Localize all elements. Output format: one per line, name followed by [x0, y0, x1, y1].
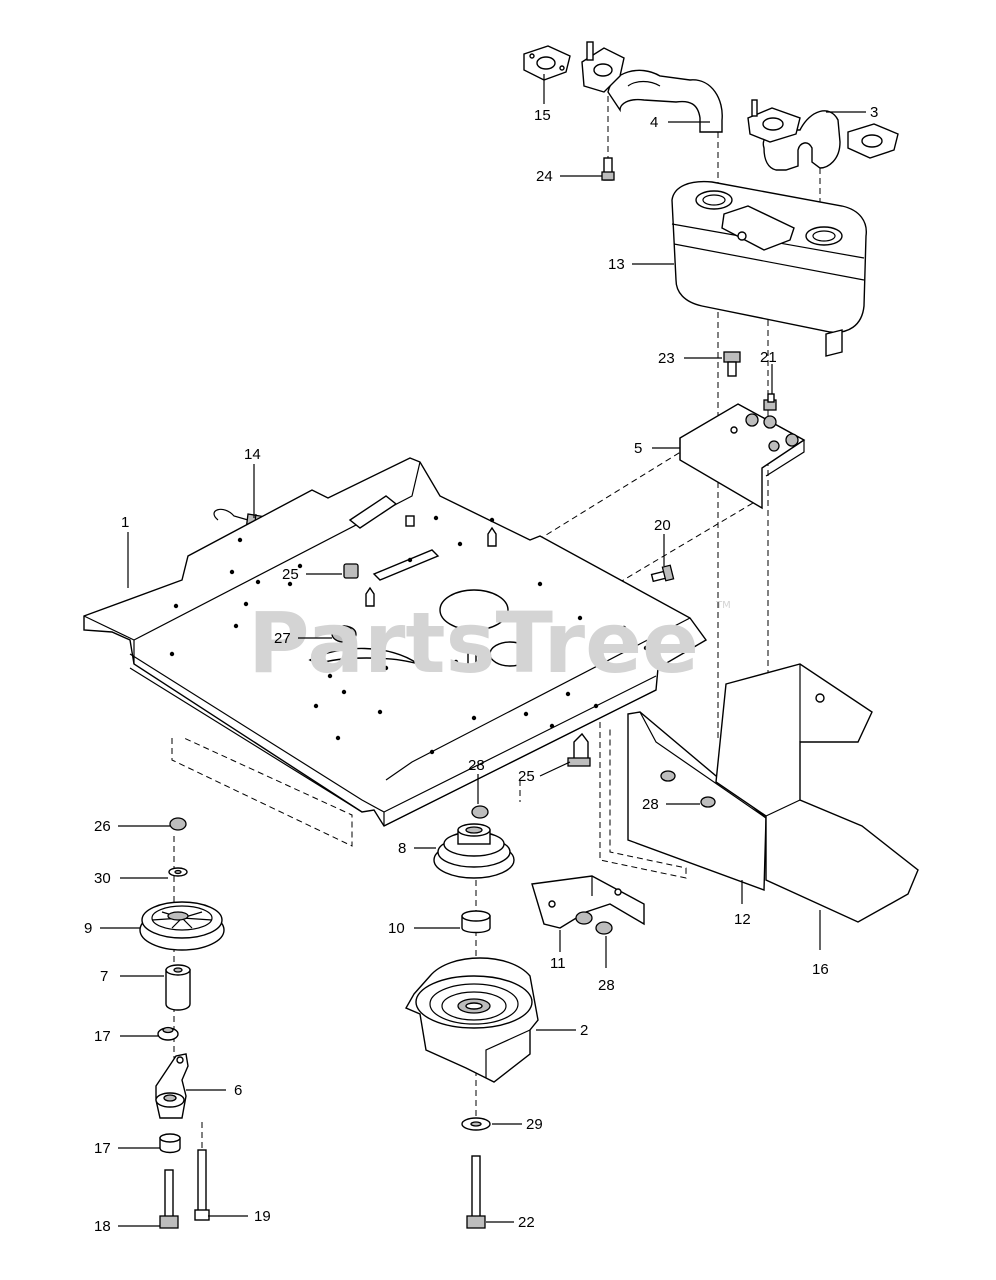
exhaust-pipe-left — [581, 41, 723, 133]
callout-10: 10 — [388, 920, 405, 937]
callout-28-bracket: 28 — [598, 977, 615, 994]
mounting-plate — [83, 457, 708, 827]
gasket-left — [523, 45, 571, 81]
callout-18: 18 — [94, 1218, 111, 1235]
callout-12: 12 — [734, 911, 751, 928]
bolt-19 — [194, 1149, 210, 1221]
callout-27: 27 — [274, 630, 291, 647]
bolt-18 — [159, 1169, 179, 1229]
idler-bracket — [531, 875, 645, 935]
watermark-trademark: TM — [715, 600, 731, 611]
callout-3: 3 — [870, 104, 878, 121]
callout-8: 8 — [398, 840, 406, 857]
callout-17-upper: 17 — [94, 1028, 111, 1045]
callout-1: 1 — [121, 514, 129, 531]
idler-arm-6 — [155, 1053, 189, 1119]
watermark-text: PartsTree — [248, 594, 699, 692]
bolt-25-lower — [567, 732, 591, 767]
callout-7: 7 — [100, 968, 108, 985]
callout-21: 21 — [760, 349, 777, 366]
shield-16 — [715, 663, 919, 923]
gasket-right — [847, 123, 899, 159]
callout-5: 5 — [634, 440, 642, 457]
nut-25-upper — [343, 563, 359, 579]
callout-15: 15 — [534, 107, 551, 124]
callout-14: 14 — [244, 446, 261, 463]
idler-pulley-9 — [139, 901, 225, 951]
nut-27 — [331, 625, 357, 643]
callouts: 1 2 3 4 5 6 7 8 9 10 11 12 13 — [84, 74, 878, 1235]
watermark: PartsTree TM — [248, 594, 731, 692]
bolt-21 — [763, 393, 777, 411]
callout-30: 30 — [94, 870, 111, 887]
muffler — [671, 180, 867, 357]
callout-19: 19 — [254, 1208, 271, 1225]
nut-26 — [169, 817, 187, 831]
callout-11: 11 — [550, 955, 566, 972]
callout-16: 16 — [812, 961, 829, 978]
mounting-bracket — [679, 403, 806, 510]
nuts-28-shield — [660, 770, 716, 808]
clutch — [405, 957, 539, 1083]
callout-28-shield: 28 — [642, 796, 659, 813]
callout-9: 9 — [84, 920, 92, 937]
callout-25-lower: 25 — [518, 768, 535, 785]
bolt-20 — [650, 564, 675, 583]
bolt-24 — [601, 96, 615, 181]
callout-20: 20 — [654, 517, 671, 534]
callout-6: 6 — [234, 1082, 242, 1099]
exhaust-pipe-right — [747, 99, 841, 171]
callout-22: 22 — [518, 1214, 535, 1231]
spacer-10 — [461, 910, 491, 934]
callout-24: 24 — [536, 168, 553, 185]
callout-4: 4 — [650, 114, 658, 131]
callout-17-lower: 17 — [94, 1140, 111, 1157]
washer-29 — [461, 1117, 491, 1131]
bolt-22 — [466, 1155, 486, 1229]
bushing-17-upper — [157, 1026, 179, 1041]
spacer-7 — [165, 964, 191, 1011]
shield-12 — [627, 711, 767, 891]
bolt-23 — [723, 351, 741, 377]
callout-2: 2 — [580, 1022, 588, 1039]
callout-29: 29 — [526, 1116, 543, 1133]
pulley-8 — [433, 823, 515, 879]
callout-25-upper: 25 — [282, 566, 299, 583]
washer-30 — [168, 867, 188, 877]
callout-23: 23 — [658, 350, 675, 367]
nut-28-center — [471, 805, 489, 819]
callout-13: 13 — [608, 256, 625, 273]
callout-28-center: 28 — [468, 757, 485, 774]
callout-26: 26 — [94, 818, 111, 835]
bushing-17-lower — [159, 1133, 181, 1154]
